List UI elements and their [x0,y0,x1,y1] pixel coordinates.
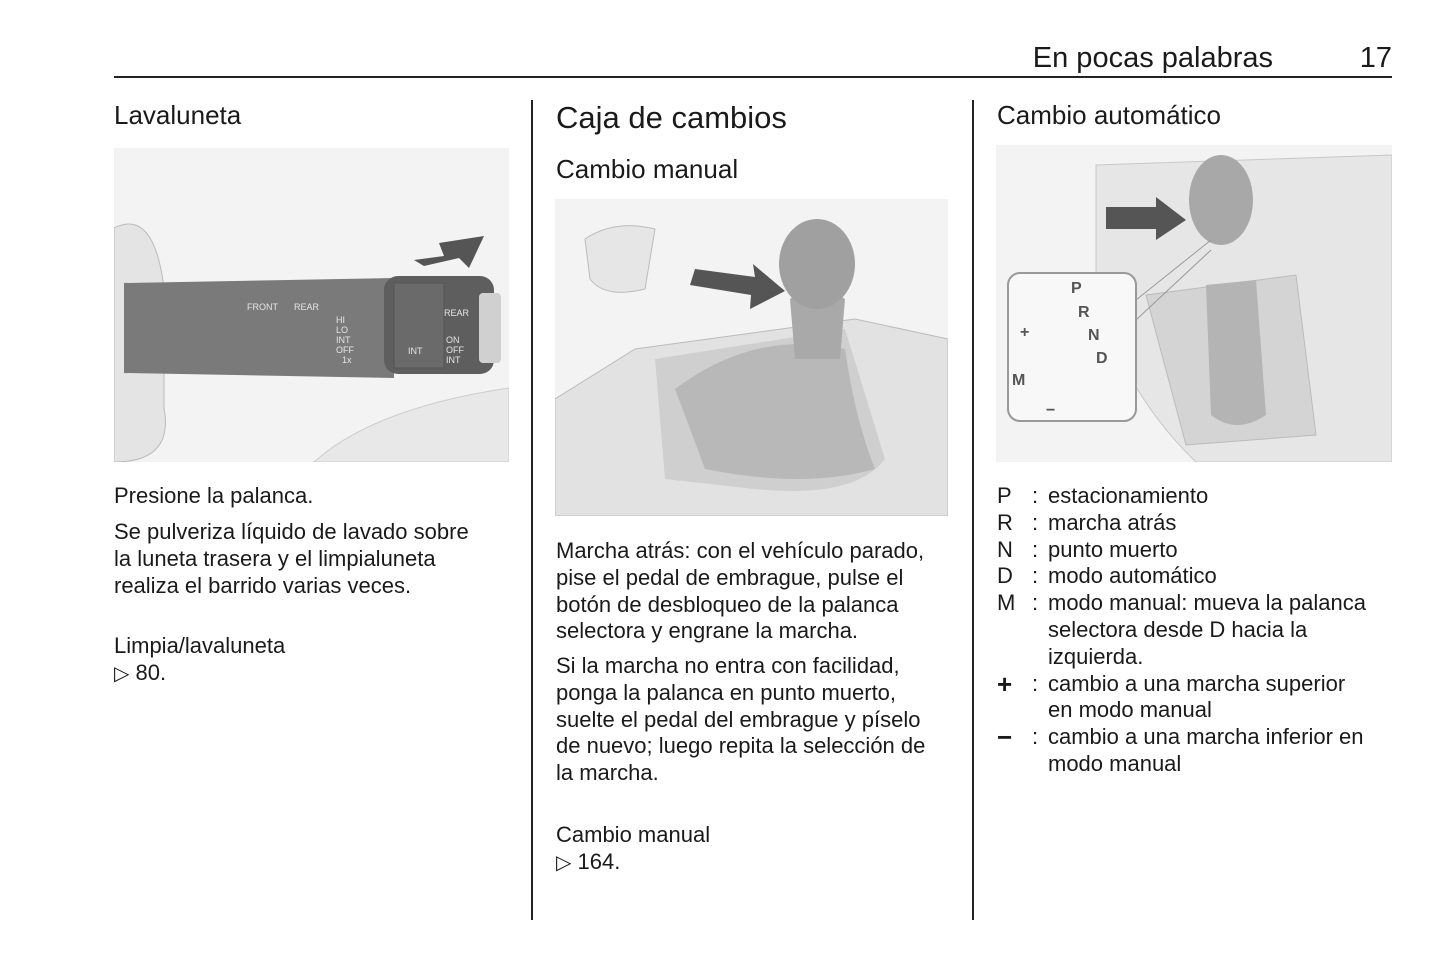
separator: : [1032,724,1039,750]
label-m: M [1012,372,1025,389]
plus-icon: + [997,668,1013,699]
legend-key: R [997,509,1013,535]
label-int: INT [336,335,351,345]
separator: : [1032,670,1039,696]
label-plus: + [1020,324,1029,341]
label-on: ON [446,335,460,345]
label-hi: HI [336,315,345,325]
label-p: P [1071,280,1082,297]
label-ring-int: INT [408,346,423,356]
label-r: R [1078,304,1090,321]
legend-item: N: punto muerto [997,537,1366,564]
legend-key: M [997,590,1016,616]
header-rule [114,76,1392,78]
legend-text: estacionamiento [1048,483,1209,508]
legend-item: −: cambio a una marcha inferior en modo m… [997,724,1366,778]
section-heading: Lavaluneta [114,100,242,130]
subheading: Cambio manual [556,154,739,184]
cross-reference[interactable]: Cambio manual ▷ 164. [556,795,710,876]
label-rear: REAR [294,302,320,312]
separator: : [1032,483,1039,508]
legend-item: D: modo automático [997,563,1366,590]
legend-text: cambio a una marcha superior en modo man… [1048,670,1346,723]
reference-page: 80. [129,659,167,685]
legend-text: cambio a una marcha inferior en modo man… [1048,724,1364,776]
gear-legend: P: estacionamiento R: marcha atrás N: punto… [997,483,1366,778]
paragraph: Se pulveriza líquido de lavado sobre la … [114,519,469,598]
paragraph: Presione la palanca. [114,483,314,508]
legend-item: R: marcha atrás [997,510,1366,537]
manual-gear-lever-illustration [555,199,948,516]
legend-key: P [997,483,1012,508]
separator: : [1032,590,1039,616]
legend-text: punto muerto [1048,536,1178,562]
legend-item: +: cambio a una marcha superior en modo m… [997,668,1366,725]
reference-text: Limpia/lavaluneta [114,632,286,658]
legend-text: modo manual: mueva la palanca selectora … [1048,590,1366,669]
legend-item: M: modo manual: mueva la palanca selector… [997,590,1366,670]
label-off: OFF [336,345,354,355]
label-n: N [1088,327,1100,344]
legend-key: D [997,563,1013,589]
column-divider [972,100,974,920]
cross-reference[interactable]: Limpia/lavaluneta ▷ 80. [114,606,285,687]
paragraph: Marcha atrás: con el vehículo parado, pi… [556,538,925,644]
paragraph: Si la marcha no entra con facilidad, pon… [556,653,926,786]
legend-text: modo automático [1048,563,1217,589]
reference-page: 164. [571,848,621,874]
section-heading: Caja de cambios [556,100,787,135]
arrow-reference-icon: ▷ [114,662,130,685]
label-int-ring: INT [446,355,461,365]
separator: : [1032,536,1039,562]
label-off-ring: OFF [446,345,464,355]
section-title: En pocas palabras [1032,42,1273,74]
minus-icon: − [997,722,1013,753]
legend-text: marcha atrás [1048,509,1177,535]
separator: : [1032,509,1039,535]
wiper-stalk-illustration: FRONT REAR HI LO INT OFF 1x INT REAR ON … [114,148,509,462]
section-heading: Cambio automático [997,100,1221,130]
separator: : [1032,563,1039,589]
reference-text: Cambio manual [556,821,711,847]
label-rear-ring: REAR [444,308,470,318]
label-front: FRONT [247,302,278,312]
arrow-reference-icon: ▷ [556,851,572,874]
label-minus: − [1046,402,1055,419]
page-number: 17 [1359,42,1392,74]
legend-item: P: estacionamiento [997,483,1366,510]
label-lo: LO [336,325,348,335]
label-1x: 1x [342,355,352,365]
column-divider [531,100,533,920]
legend-key: N [997,536,1013,562]
automatic-gear-selector-illustration: P R N D M + − [996,145,1392,462]
label-d: D [1096,350,1108,367]
